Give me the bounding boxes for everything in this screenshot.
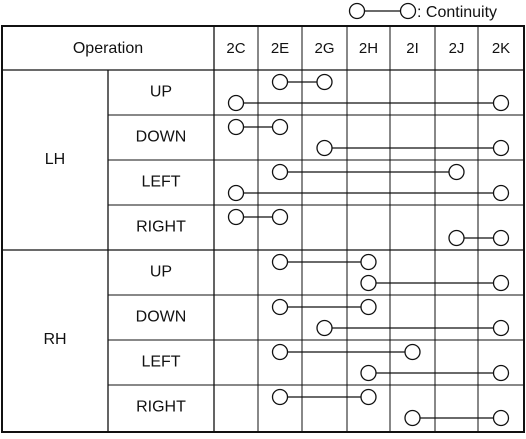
terminal-header-2e: 2E — [271, 40, 289, 57]
continuity-lh-down-2c-2e-start-circle — [227, 118, 245, 136]
operation-label-rh-up: UP — [150, 264, 172, 281]
continuity-rh-up-2e-2h-start-circle — [271, 253, 289, 271]
terminal-header-2c: 2C — [226, 40, 245, 57]
operation-label-lh-left: LEFT — [141, 174, 180, 191]
continuity-lh-left-2c-2k-start-circle — [227, 184, 245, 202]
table-labels: Operation 2C 2E 2G 2H 2I 2J 2K LH UP DOWN LEFT RIGHT… — [43, 40, 510, 416]
continuity-lh-up-2c-2k-start-circle — [227, 94, 245, 112]
terminal-header-2i: 2I — [406, 40, 419, 57]
continuity-lh-right-2c-2e-end-circle — [271, 208, 289, 226]
continuity-rh-up-2h-2k-start-circle — [360, 274, 377, 292]
operation-label-lh-right: RIGHT — [136, 219, 186, 236]
continuity-rh-left-2h-2k-end-circle — [492, 364, 510, 382]
operation-label-lh-up: UP — [150, 84, 172, 101]
continuity-lh-down-2c-2e-end-circle — [271, 118, 289, 136]
legend: : Continuity — [348, 2, 497, 21]
continuity-lh-right-2c-2e-start-circle — [227, 208, 245, 226]
continuity-lh-left-2c-2k-end-circle — [492, 184, 510, 202]
continuity-lh-right-2j-2k-start-circle — [448, 229, 465, 247]
continuity-rh-right-2i-2k-end-circle — [492, 409, 510, 427]
table-border — [1, 25, 525, 433]
continuity-rh-right-2e-2h-start-circle — [271, 388, 289, 406]
continuity-lh-down-2g-2k-start-circle — [316, 139, 333, 157]
continuity-rh-left-2e-2i-start-circle — [271, 343, 289, 361]
continuity-rh-up-2e-2h-end-circle — [360, 253, 377, 271]
operation-header: Operation — [73, 40, 143, 57]
continuity-rh-right-2e-2h-end-circle — [360, 388, 377, 406]
operation-label-rh-down: DOWN — [136, 309, 187, 326]
terminal-header-2h: 2H — [359, 40, 378, 57]
continuity-rh-left-2h-2k-start-circle — [360, 364, 377, 382]
continuity-lh-right-2j-2k-end-circle — [492, 229, 510, 247]
continuity-rh-down-2g-2k-start-circle — [316, 319, 333, 337]
group-label-lh: LH — [45, 151, 65, 168]
continuity-rh-down-2g-2k-end-circle — [492, 319, 510, 337]
terminal-header-2j: 2J — [449, 40, 465, 57]
legend-circle-right — [399, 2, 417, 20]
continuity-lh-down-2g-2k-end-circle — [492, 139, 510, 157]
terminal-header-2k: 2K — [492, 40, 510, 57]
group-label-rh: RH — [43, 331, 66, 348]
continuity-rh-up-2h-2k-end-circle — [492, 274, 510, 292]
operation-label-rh-left: LEFT — [141, 354, 180, 371]
continuity-rh-right-2i-2k-start-circle — [404, 409, 421, 427]
legend-label: : Continuity — [417, 4, 497, 21]
continuity-lh-up-2c-2k-end-circle — [492, 94, 510, 112]
legend-circle-left — [348, 2, 366, 20]
continuity-lh-left-2e-2j-end-circle — [448, 163, 465, 181]
continuity-marks — [227, 73, 510, 427]
continuity-lh-up-2e-2g-start-circle — [271, 73, 289, 91]
continuity-lh-left-2e-2j-start-circle — [271, 163, 289, 181]
operation-label-lh-down: DOWN — [136, 129, 187, 146]
table-grid — [1, 25, 525, 433]
continuity-lh-up-2e-2g-end-circle — [316, 73, 333, 91]
terminal-header-2g: 2G — [314, 40, 334, 57]
continuity-rh-down-2e-2h-end-circle — [360, 298, 377, 316]
continuity-rh-down-2e-2h-start-circle — [271, 298, 289, 316]
operation-label-rh-right: RIGHT — [136, 399, 186, 416]
continuity-rh-left-2e-2i-end-circle — [404, 343, 421, 361]
